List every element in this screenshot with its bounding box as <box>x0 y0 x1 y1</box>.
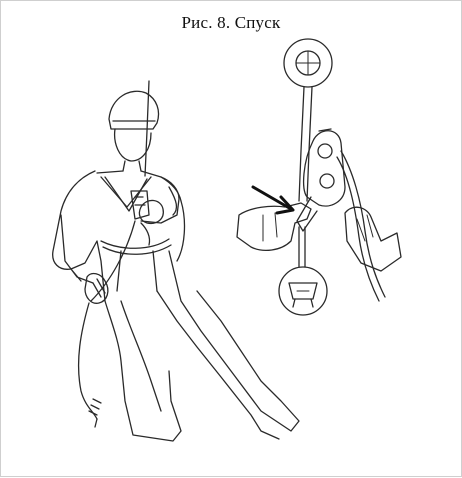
climber-figure <box>53 81 299 441</box>
helmet <box>109 91 159 129</box>
harness-waist <box>101 239 169 248</box>
harness-legs <box>117 251 157 291</box>
rope-free <box>341 151 385 297</box>
device-detail <box>237 39 401 315</box>
arm-left <box>61 215 93 283</box>
legs <box>105 301 181 441</box>
torso <box>53 171 105 301</box>
rope-tail <box>79 303 97 419</box>
hand-right <box>139 200 163 223</box>
hand-rope <box>345 207 401 271</box>
